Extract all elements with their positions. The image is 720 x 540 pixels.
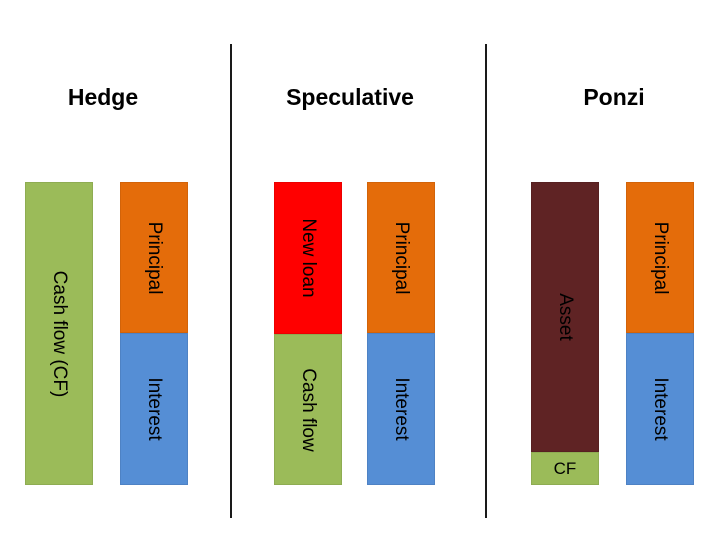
- speculative-cash-flow-block: Cash flow: [274, 334, 342, 485]
- speculative-interest-block: Interest: [367, 333, 435, 485]
- hedge-interest-block: Interest: [120, 333, 188, 485]
- hedge-cash-flow-block: Cash flow (CF): [25, 182, 93, 485]
- speculative-title: Speculative: [286, 84, 414, 110]
- ponzi-principal-label: Principal: [650, 221, 671, 294]
- ponzi-interest-block: Interest: [626, 333, 694, 485]
- ponzi-asset-block: Asset: [531, 182, 599, 452]
- hedge-interest-label: Interest: [144, 377, 165, 441]
- divider-right: [485, 44, 487, 518]
- ponzi-cf-block: CF: [531, 452, 599, 485]
- speculative-principal-block: Principal: [367, 182, 435, 333]
- speculative-new-loan-label: New loan: [298, 218, 319, 298]
- divider-left: [230, 44, 232, 518]
- ponzi-principal-block: Principal: [626, 182, 694, 333]
- hedge-cash-flow-label: Cash flow (CF): [49, 270, 70, 397]
- speculative-principal-label: Principal: [391, 221, 412, 294]
- speculative-interest-label: Interest: [391, 377, 412, 441]
- speculative-new-loan-block: New loan: [274, 182, 342, 334]
- ponzi-asset-label: Asset: [555, 293, 576, 341]
- ponzi-cf-label: CF: [553, 458, 577, 478]
- speculative-cash-flow-label: Cash flow: [298, 367, 319, 452]
- hedge-principal-block: Principal: [120, 182, 188, 333]
- hedge-principal-label: Principal: [144, 221, 165, 294]
- ponzi-interest-label: Interest: [650, 377, 671, 441]
- hedge-title: Hedge: [67, 84, 139, 110]
- ponzi-title: Ponzi: [583, 84, 645, 110]
